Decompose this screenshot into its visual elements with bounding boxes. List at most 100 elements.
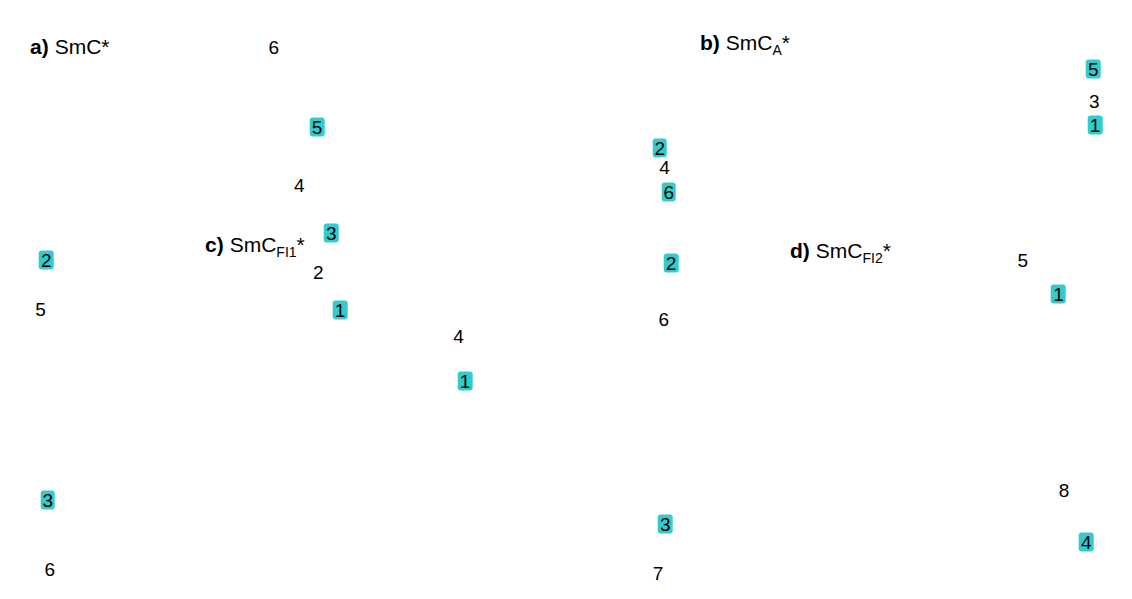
phase-label: c)SmCFI1* [205,232,305,257]
molecule-shape [893,106,1126,148]
molecule-number: 4 [1079,532,1094,551]
phase-superscript: * [883,239,891,262]
panel-letter: b) [700,31,720,54]
molecule-shape [107,206,365,316]
molecule-number: 6 [266,38,281,57]
molecule-number: 1 [458,372,473,391]
molecule-number: 2 [664,253,679,272]
panel-letter: d) [790,239,810,262]
molecule-shape [11,229,263,391]
molecule-ellipse: 6 [25,372,258,593]
molecule-number: 5 [1086,59,1101,78]
phase-subscript: A [773,42,782,58]
molecule-number: 6 [656,309,671,328]
molecule-ellipse: 2 [18,241,258,379]
molecule-shape [100,92,354,313]
molecule-shape [630,370,894,555]
ellipse-outline [25,372,258,593]
molecule-ellipse: 3 [20,371,258,518]
molecule-ellipse: 5 [10,293,257,381]
molecule-number: 1 [1051,284,1066,303]
ellipse-outline [20,371,258,518]
ellipse-outline [18,241,258,379]
phase-subscript: FI2 [863,250,883,266]
molecule-shape [875,368,1100,523]
phase-name: SmC [726,31,773,54]
molecule-shape [874,371,1121,574]
phase-name: SmC [816,239,863,262]
molecule-number: 7 [651,563,666,582]
molecule-shape [629,291,890,404]
molecule-ellipse: 3 [638,382,888,544]
molecule-ellipse: 1 [253,358,497,399]
molecule-ellipse: 2 [628,119,895,161]
molecule-number: 3 [324,224,339,243]
ellipse-outline [109,19,295,299]
molecule-ellipse: 2 [643,244,888,389]
molecule-ellipse: 6 [638,122,895,208]
phase-label: b) SmCA* [700,30,790,55]
molecule-number: 6 [662,182,677,201]
molecule-shape [104,155,333,311]
molecule-number: 4 [451,326,466,345]
molecule-ellipse: 6 [633,303,887,391]
molecule-number: 2 [39,250,54,269]
molecule-ellipse: 8 [883,381,1093,510]
molecule-ellipse: 2 [111,258,350,306]
ellipse-outline [628,119,895,161]
molecule-number: 5 [310,118,325,137]
panel-letter: c) [205,233,224,256]
phase-label: a) SmC* [30,34,110,59]
molecule-number: 2 [311,262,326,281]
molecule-number: 1 [1088,115,1103,134]
molecule-ellipse: 3 [111,218,362,304]
molecule-shape [622,370,898,599]
ellipse-outline [633,125,895,177]
molecule-ellipse: 4 [253,321,490,385]
molecule-shape [111,251,350,314]
molecule-shape [887,39,1129,151]
phase-label: d) SmCFI2* [790,238,891,263]
phase-name: SmC [230,233,277,256]
molecule-shape [254,357,495,400]
ellipse-outline [643,244,888,389]
phase-subscript: FI1 [276,244,296,260]
molecule-number: 3 [658,514,673,533]
molecule-ellipse: 4 [882,382,1112,563]
molecule-ellipse: 1 [891,107,1127,147]
molecule-shape [13,359,270,599]
phase-name: SmC* [55,35,110,58]
ellipse-outline [638,382,888,544]
molecule-ellipse: 1 [883,276,1088,390]
molecule-shape [891,85,1125,142]
molecule-shape [877,264,1094,401]
molecule-number: 8 [1057,480,1072,499]
phase-superscript: * [782,31,790,54]
molecule-shape [634,109,899,221]
ellipse-outline [632,382,887,595]
molecule-ellipse: 5 [110,105,343,301]
molecule-number: 3 [1087,92,1102,111]
molecule-number: 4 [292,176,307,195]
molecule-ellipse: 6 [109,19,295,299]
molecule-ellipse: 7 [632,382,887,595]
ellipse-outline [638,122,895,208]
molecule-shape [112,277,371,332]
molecule-number: 6 [42,560,57,579]
molecule-number: 5 [1015,251,1030,270]
molecule-shape [251,310,492,394]
molecule-shape [633,118,895,184]
molecule-number: 5 [33,299,48,318]
molecule-shape [13,360,265,531]
molecule-ellipse: 1 [111,281,372,328]
molecule-shape [93,9,310,310]
molecule-number: 4 [657,158,672,177]
molecule-number: 3 [40,490,55,509]
molecule-shape [636,232,894,400]
molecule-ellipse: 4 [633,125,895,177]
molecule-number: 1 [333,301,348,320]
molecule-shape [6,281,261,394]
panel-letter: a) [30,35,49,58]
